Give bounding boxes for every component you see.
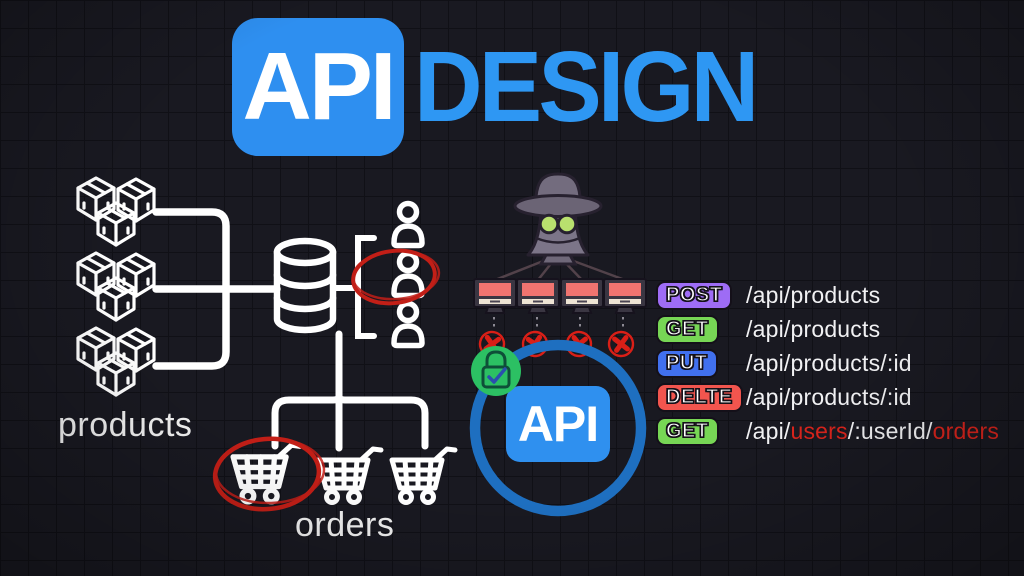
method-badge: DELTE	[656, 383, 743, 412]
endpoint-path-segment: /api/	[746, 418, 791, 444]
endpoint-path: /api/products/:id	[746, 350, 912, 377]
endpoint-path: /api/products/:id	[746, 384, 912, 411]
endpoint-path-segment: orders	[932, 418, 1000, 444]
title-design-text: DESIGN	[414, 30, 759, 143]
method-badge-cell: PUT	[656, 349, 746, 378]
method-badge-cell: DELTE	[656, 383, 746, 412]
endpoint-row: PUT/api/products/:id	[656, 348, 999, 379]
method-badge-cell: GET	[656, 315, 746, 344]
products-boxes-icon	[76, 176, 156, 397]
method-badge: GET	[656, 315, 719, 344]
method-badge: GET	[656, 417, 719, 446]
blocked-dashed-lines	[493, 317, 624, 330]
endpoint-path-segment: /api/products/:id	[746, 350, 912, 376]
cart-icons	[233, 445, 455, 502]
title-api-badge: API	[232, 18, 404, 156]
endpoint-path: /api/products	[746, 316, 880, 343]
method-badge-cell: POST	[656, 281, 746, 310]
server-icons	[473, 278, 647, 314]
api-core-badge	[506, 386, 610, 462]
endpoint-path: /api/users/:userId/orders	[746, 418, 999, 445]
method-badge: POST	[656, 281, 733, 310]
method-badge: PUT	[656, 349, 718, 378]
endpoint-row: GET/api/products	[656, 314, 999, 345]
products-connector-lines	[152, 208, 281, 370]
goggle-right	[556, 213, 578, 235]
products-label: products	[58, 406, 193, 444]
database-icon	[273, 237, 337, 334]
api-shield-ring	[469, 339, 647, 517]
endpoint-path-segment: /:userId/	[847, 418, 933, 444]
endpoint-path-segment: /api/products	[746, 316, 881, 342]
endpoint-row: POST/api/products	[656, 280, 999, 311]
users-icon	[394, 204, 422, 346]
endpoint-path-segment: /api/products	[746, 282, 881, 308]
method-badge-cell: GET	[656, 417, 746, 446]
user-highlight-ellipse	[351, 248, 441, 306]
endpoint-path-segment: /api/products/:id	[746, 384, 912, 410]
api-core-label: API	[517, 396, 599, 452]
hacker-icon	[513, 172, 603, 266]
orders-label: orders	[295, 506, 395, 544]
orders-connector-lines	[271, 330, 429, 452]
endpoint-row: GET/api/users/:userId/orders	[656, 416, 999, 447]
goggle-left	[538, 213, 560, 235]
title-api-text: API	[242, 33, 396, 140]
cart-highlight-ellipse	[212, 436, 326, 512]
endpoint-path-segment: users	[790, 418, 848, 444]
endpoint-path: /api/products	[746, 282, 880, 309]
endpoint-row: DELTE/api/products/:id	[656, 382, 999, 413]
padlock-check-icon	[471, 346, 521, 396]
